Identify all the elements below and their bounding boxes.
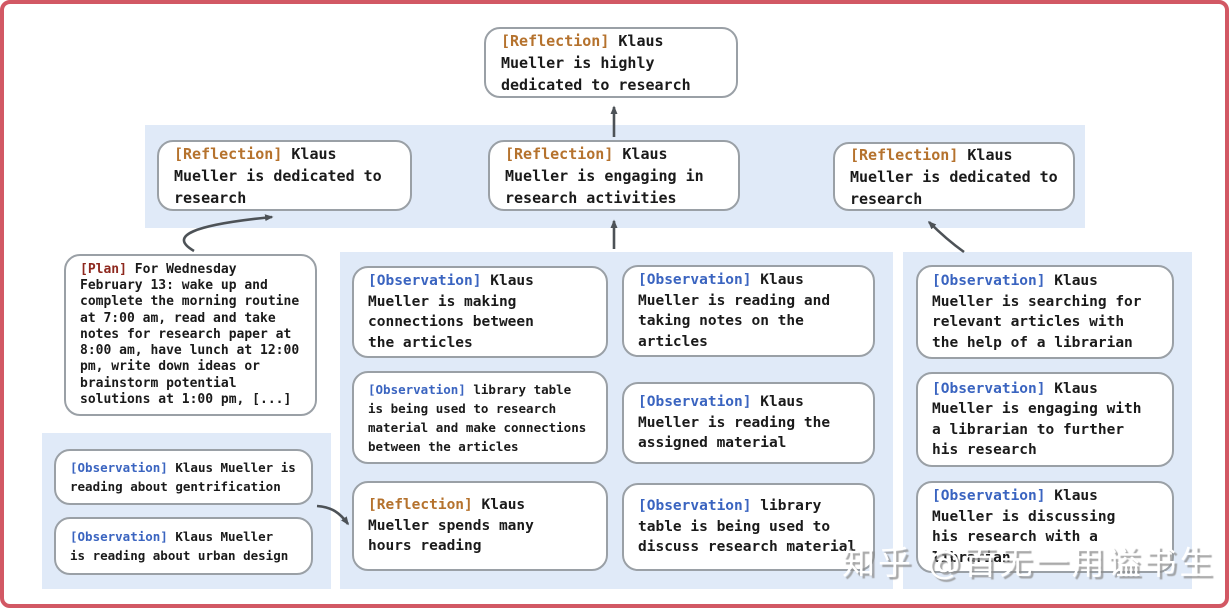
node-text: [Observation] library table is being use… bbox=[638, 496, 859, 558]
node-plan-wednesday: [Plan] For Wednesday February 13: wake u… bbox=[64, 254, 317, 416]
node-body-text: For Wednesday February 13: wake up and c… bbox=[80, 261, 300, 408]
node-text: [Observation] Klaus Mueller is discussin… bbox=[932, 486, 1158, 568]
observation-tag: [Observation] bbox=[70, 460, 168, 475]
observation-tag: [Observation] bbox=[932, 380, 1046, 397]
node-observation-discussing-research: [Observation] Klaus Mueller is discussin… bbox=[916, 481, 1174, 573]
node-text: [Reflection] Klaus Mueller spends many h… bbox=[368, 495, 592, 557]
node-body-text: Klaus Mueller is dedicated to research bbox=[850, 145, 1058, 208]
node-text: [Observation] Klaus Mueller is searching… bbox=[932, 271, 1158, 353]
node-body-text: Klaus Mueller is engaging in research ac… bbox=[505, 144, 704, 207]
node-text: [Observation] Klaus Mueller is making co… bbox=[368, 271, 592, 353]
node-body-text: Klaus Mueller is engaging with a librari… bbox=[932, 380, 1142, 459]
node-observation-assigned-material: [Observation] Klaus Mueller is reading t… bbox=[622, 382, 875, 464]
observation-tag: [Observation] bbox=[638, 498, 752, 515]
reflection-tag: [Reflection] bbox=[368, 497, 473, 514]
node-text: [Observation] Klaus Mueller is reading a… bbox=[70, 458, 297, 496]
node-text: [Reflection] Klaus Mueller is highly ded… bbox=[501, 30, 721, 96]
reflection-tag: [Reflection] bbox=[850, 145, 959, 164]
node-body-text: Klaus Mueller is dedicated to research bbox=[174, 144, 382, 207]
node-text: [Plan] For Wednesday February 13: wake u… bbox=[80, 262, 301, 409]
node-body-text: Klaus Mueller is reading about gentrific… bbox=[70, 460, 296, 494]
node-observation-making-connections: [Observation] Klaus Mueller is making co… bbox=[352, 266, 608, 358]
observation-tag: [Observation] bbox=[932, 273, 1046, 289]
node-body-text: Klaus Mueller is making connections betw… bbox=[368, 273, 534, 351]
node-text: [Observation] Klaus Mueller is engaging … bbox=[932, 379, 1158, 461]
node-body-text: Klaus Mueller is highly dedicated to res… bbox=[501, 31, 691, 94]
node-text: [Reflection] Klaus Mueller is engaging i… bbox=[505, 143, 723, 209]
node-body-text: Klaus Mueller is searching for relevant … bbox=[932, 273, 1142, 351]
observation-tag: [Observation] bbox=[638, 272, 752, 288]
node-body-text: Klaus Mueller spends many hours reading bbox=[368, 497, 534, 555]
node-reflection-root: [Reflection] Klaus Mueller is highly ded… bbox=[484, 27, 738, 98]
node-body-text: library table is being used to discuss r… bbox=[638, 498, 857, 556]
zhihu-watermark: 知乎 @百无一用谥书生 bbox=[842, 543, 1216, 582]
node-reflection-spends-hours-reading: [Reflection] Klaus Mueller spends many h… bbox=[352, 481, 608, 571]
node-reflection-engaging: [Reflection] Klaus Mueller is engaging i… bbox=[488, 140, 740, 211]
node-observation-gentrification: [Observation] Klaus Mueller is reading a… bbox=[54, 449, 313, 505]
node-observation-engaging-librarian: [Observation] Klaus Mueller is engaging … bbox=[916, 372, 1174, 467]
node-observation-urban-design: [Observation] Klaus Mueller is reading a… bbox=[54, 517, 313, 575]
node-observation-library-table-research: [Observation] library table is being use… bbox=[352, 371, 608, 464]
reflection-tag: [Reflection] bbox=[501, 31, 610, 50]
observation-tag: [Observation] bbox=[932, 488, 1046, 504]
node-observation-taking-notes: [Observation] Klaus Mueller is reading a… bbox=[622, 265, 875, 357]
node-text: [Observation] Klaus Mueller is reading a… bbox=[638, 270, 859, 352]
node-reflection-dedicated-left: [Reflection] Klaus Mueller is dedicated … bbox=[157, 140, 412, 211]
node-body-text: Klaus Mueller is reading about urban des… bbox=[70, 529, 289, 563]
observation-tag: [Observation] bbox=[368, 273, 482, 289]
node-text: [Reflection] Klaus Mueller is dedicated … bbox=[174, 143, 395, 209]
reflection-tag: [Reflection] bbox=[505, 144, 614, 163]
node-text: [Observation] library table is being use… bbox=[368, 380, 592, 456]
node-observation-searching-articles: [Observation] Klaus Mueller is searching… bbox=[916, 265, 1174, 359]
node-text: [Observation] Klaus Mueller is reading a… bbox=[70, 527, 297, 565]
plan-tag: [Plan] bbox=[80, 261, 127, 277]
node-observation-library-table-discuss: [Observation] library table is being use… bbox=[622, 483, 875, 571]
node-body-text: Klaus Mueller is reading the assigned ma… bbox=[638, 394, 831, 452]
node-body-text: Klaus Mueller is reading and taking note… bbox=[638, 272, 831, 350]
observation-tag: [Observation] bbox=[70, 529, 168, 544]
node-reflection-dedicated-right: [Reflection] Klaus Mueller is dedicated … bbox=[833, 142, 1075, 211]
observation-tag: [Observation] bbox=[368, 381, 466, 397]
node-text: [Reflection] Klaus Mueller is dedicated … bbox=[850, 144, 1058, 209]
node-body-text: Klaus Mueller is discussing his research… bbox=[932, 488, 1116, 566]
reflection-tag: [Reflection] bbox=[174, 144, 283, 163]
node-body-text: library table is being used to research … bbox=[368, 381, 587, 454]
observation-tag: [Observation] bbox=[638, 394, 752, 411]
node-text: [Observation] Klaus Mueller is reading t… bbox=[638, 392, 859, 454]
